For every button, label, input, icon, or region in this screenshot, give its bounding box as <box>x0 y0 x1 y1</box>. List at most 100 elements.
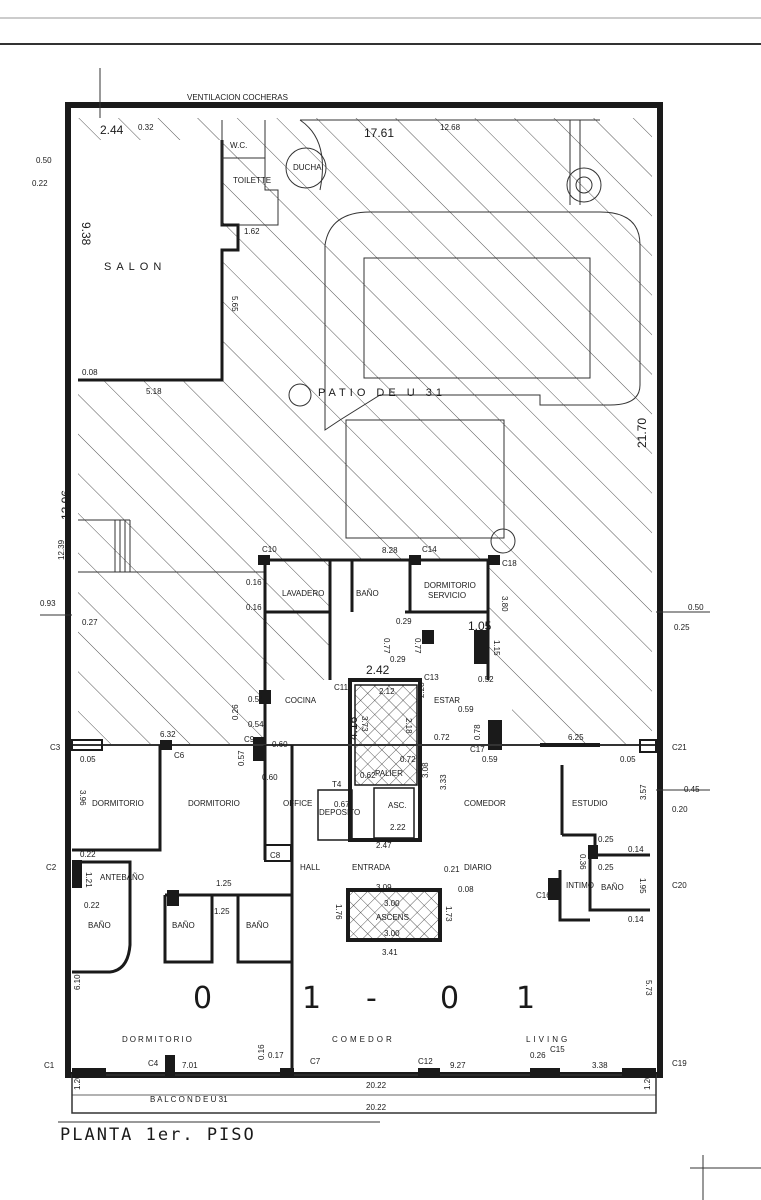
dim-052: 0.52 <box>478 675 494 684</box>
dim-308: 3.08 <box>421 762 430 778</box>
label-bano-serv: BAÑO <box>356 589 379 598</box>
label-lavadero: LAVADERO <box>282 589 324 598</box>
unit-digit-3: - <box>366 981 377 1016</box>
dim-032: 0.32 <box>138 123 154 132</box>
fountain-outer <box>566 167 602 203</box>
dim-247: 2.47 <box>376 841 392 850</box>
col-c3: C3 <box>50 743 61 752</box>
dim-027: 0.27 <box>82 618 98 627</box>
label-ventilacion: VENTILACION COCHERAS <box>187 93 288 102</box>
label-dorm-serv-1: DORMITORIO <box>424 581 476 590</box>
dim-059b: 0.59 <box>482 755 498 764</box>
col-c16: C16 <box>536 891 551 900</box>
dim-077b: 0.77 <box>413 638 422 654</box>
column-c14 <box>409 555 421 565</box>
plan-title: PLANTA 1er. PISO <box>60 1125 256 1145</box>
dim-060a: 0.60 <box>272 740 288 749</box>
label-balcon: B A L C O N D E U 31 <box>150 1095 228 1104</box>
col-c8: C8 <box>270 851 281 860</box>
dim-093: 0.93 <box>40 599 56 608</box>
ventilation-curve <box>299 119 600 205</box>
dim-008b: 0.08 <box>458 885 474 894</box>
column-c20 <box>588 845 598 859</box>
dim-828: 8.28 <box>382 546 398 555</box>
label-estar: ESTAR <box>434 696 460 705</box>
patio-pool-1 <box>363 257 591 379</box>
column-c8 <box>264 844 292 862</box>
patio-tree-2 <box>490 528 516 554</box>
dim-309: 3.09 <box>376 883 392 892</box>
col-c19: C19 <box>672 1059 687 1068</box>
toilette-walls <box>221 120 279 226</box>
patio-tree-1 <box>288 383 312 407</box>
dim-020: 0.20 <box>672 805 688 814</box>
dim-054b: 0.54 <box>248 720 264 729</box>
label-hall: HALL <box>300 863 321 872</box>
label-comedor-2: COMEDOR <box>332 1035 395 1044</box>
patio-hatch <box>78 118 652 745</box>
dim-115: 1.15 <box>492 640 501 656</box>
dim-1239: 12.39 <box>57 539 66 560</box>
label-living: LIVING <box>526 1035 570 1044</box>
dim-2022b: 20.22 <box>366 1103 387 1112</box>
column-c13 <box>474 630 488 664</box>
col-c17: C17 <box>470 745 485 754</box>
column-c11 <box>259 690 271 704</box>
col-c14: C14 <box>422 545 437 554</box>
dim-045: 0.45 <box>684 785 700 794</box>
dim-927: 9.27 <box>450 1061 466 1070</box>
label-entrada: ENTRADA <box>352 863 391 872</box>
column-left-palier <box>422 630 434 644</box>
asc-shaft <box>373 787 415 839</box>
column-c16 <box>548 878 560 900</box>
dim-017: 0.17 <box>268 1051 284 1060</box>
dim-2170: 21.70 <box>635 418 649 448</box>
dim-396: 3.96 <box>78 790 87 806</box>
column-c18 <box>488 555 500 565</box>
label-dormitorio-b: DORMITORIO <box>188 799 240 808</box>
column-c15 <box>530 1068 560 1078</box>
dim-016b: 0.16 <box>246 603 262 612</box>
label-ducha: DUCHA <box>293 163 322 172</box>
dim-026: 0.26 <box>231 704 240 720</box>
label-estudio: ESTUDIO <box>572 799 608 808</box>
deposito-box <box>317 789 353 841</box>
label-salon: SALON <box>104 261 166 273</box>
col-c12: C12 <box>418 1057 433 1066</box>
dim-014a: 0.14 <box>628 845 644 854</box>
dim-029b: 0.29 <box>390 655 406 664</box>
label-toilette: TOILETTE <box>233 176 271 185</box>
dim-005a: 0.05 <box>80 755 96 764</box>
column-c4 <box>165 1055 175 1077</box>
dim-1296: 12.96 <box>59 490 73 520</box>
dim-162: 1.62 <box>244 227 260 236</box>
label-bano-4: BAÑO <box>601 883 624 892</box>
label-deposito: DEPOSITO <box>319 808 360 817</box>
patio-platform <box>324 211 641 431</box>
col-c11: C11 <box>334 683 349 692</box>
dim-357: 3.57 <box>639 784 648 800</box>
unit-digit-5: 1 <box>516 981 535 1016</box>
dim-072b: 0.72 <box>434 733 450 742</box>
label-ascens: ASCENS <box>376 913 409 922</box>
label-office: OFFICE <box>283 799 312 808</box>
column-c12 <box>418 1068 440 1078</box>
dim-573: 5.73 <box>644 980 653 996</box>
dim-242: 2.42 <box>366 663 390 677</box>
unit-digit-1: 0 <box>193 981 212 1016</box>
dim-416: 4.16 <box>346 716 360 740</box>
dim-121: 1.21 <box>84 872 93 888</box>
col-c2: C2 <box>46 863 57 872</box>
dim-565: 5.65 <box>230 296 239 312</box>
dim-072a: 0.72 <box>400 755 416 764</box>
dim-062: 0.62 <box>360 771 376 780</box>
label-intimo: INTIMO <box>566 881 594 890</box>
dim-005b: 0.05 <box>620 755 636 764</box>
label-patio: PATIO DE U 31 <box>318 387 446 399</box>
dim-125a: 1.25 <box>216 879 232 888</box>
dim-222: 2.22 <box>390 823 406 832</box>
dim-060b: 0.60 <box>262 773 278 782</box>
fountain-inner <box>575 176 593 194</box>
dim-244: 2.44 <box>100 123 124 137</box>
dim-176: 1.76 <box>334 904 343 920</box>
